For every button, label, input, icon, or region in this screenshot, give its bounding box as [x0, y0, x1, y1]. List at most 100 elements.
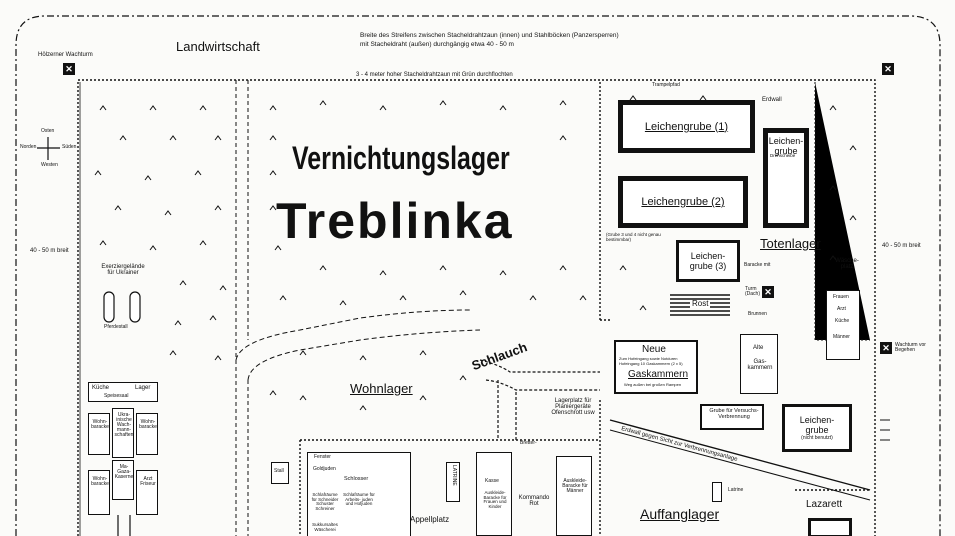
- barrack-3-label: Wohn- baracke: [139, 419, 157, 430]
- stall-building: Stall: [271, 462, 289, 484]
- fenster-label: Fenster: [314, 454, 331, 460]
- latrine-building: LATRINE: [446, 462, 460, 502]
- kommando-label: Kommando Rot: [518, 495, 550, 507]
- lazarett-building: [808, 518, 852, 536]
- kitchen-building: Küche Lager Speisesaal: [88, 382, 158, 402]
- new-gas2-label: Gaskammern: [628, 369, 689, 380]
- compass-e: Süden: [62, 144, 77, 150]
- pit-2-label: Leichengrube (2): [641, 196, 725, 208]
- dining-label: Speisesaal: [104, 393, 129, 399]
- kitchen-label: Küche: [92, 385, 110, 391]
- road-down: [235, 360, 249, 536]
- goldjuden-label: Goldjuden: [313, 466, 336, 472]
- barrack-1-label: Wohn- baracke: [91, 419, 109, 430]
- verbrennung-pit: Grube für Versuchs- Verbrennung: [700, 404, 764, 430]
- title-line2: Treblinka: [276, 193, 514, 249]
- compass-n: Osten: [41, 128, 55, 134]
- schlaf-label: Schlafräume für Schneider Schuster Schre…: [311, 492, 339, 511]
- wasche-label: Wäsche- platz: [835, 258, 859, 270]
- totenlager-label: Totenlager: [760, 236, 821, 251]
- new-gas-label: Neue: [642, 344, 666, 355]
- inner-fence: [77, 79, 876, 536]
- barrack-5-label: Wohn- baracke: [91, 476, 109, 487]
- compass-w: Norden: [20, 144, 37, 150]
- pit-5-note: (nicht benutzt): [801, 435, 833, 441]
- fence-note: 3 - 4 meter hoher Stacheldrahtzaun mit G…: [356, 72, 513, 78]
- region-landwirtschaft: Landwirtschaft: [176, 39, 260, 54]
- erdwall-diagonal: [609, 419, 871, 491]
- new-gas-note2: Hofeingang 10 Gaskammern (2 x 5): [619, 361, 683, 366]
- compass-s: Westen: [41, 162, 58, 168]
- barrack-4-label: Ma- Gaza- Kaserne: [114, 464, 134, 480]
- barrack-1: Wohn- baracke: [88, 413, 110, 455]
- schlosser-label: Schlosser: [344, 476, 369, 482]
- turm-label: Turm (Dach): [745, 286, 761, 297]
- old-gas-label: Alte: [753, 345, 764, 351]
- new-gas-note1: Zum Hofeingang sowie Notduren: [619, 356, 678, 361]
- barrack-2-label: Ukra- inische Wach- mann- schaften: [114, 412, 134, 438]
- exercise-oval-2: [129, 291, 141, 323]
- rost-label: Rost: [690, 299, 711, 308]
- auffanglager-label: Auffanglager: [640, 506, 720, 522]
- verbrennung-label: Grube für Versuchs- Verbrennung: [709, 408, 759, 420]
- rail-track: [117, 515, 131, 536]
- male-undress-barrack: Auskleide- Baracke für Männer: [556, 456, 592, 536]
- schlaf2-label: Schlafräume für Arbeits- juden und Hofju…: [343, 492, 375, 506]
- pit-note: (Grube 3 und 4 nicht genau bestimmbar): [606, 232, 661, 242]
- pit-5: Leichen- grube (nicht benutzt): [782, 404, 852, 452]
- pit-5-label: Leichen- grube: [799, 415, 835, 435]
- top-road: [235, 80, 249, 360]
- worker-barracks: Fenster Goldjuden Schlosser Schlafräume …: [307, 452, 411, 536]
- pit-4-note: Drehscheibe: [770, 153, 796, 158]
- kuche-r-label: Küche: [835, 318, 850, 324]
- schlauch-path: [479, 359, 600, 440]
- horse-stable-label: Pferdestall: [104, 324, 128, 330]
- latrine2-label: LATRINE: [451, 465, 457, 486]
- baracke-mit-label: Baracke mit: [744, 262, 771, 268]
- title-line1: Vernichtungslager: [292, 140, 510, 176]
- brunnen-label: Brunnen: [748, 311, 767, 317]
- barrack-2: Ukra- inische Wach- mann- schaften: [112, 408, 134, 458]
- trampelpfad-label: Trampelpfad: [652, 82, 680, 88]
- watchtower-icon: ✕: [762, 286, 774, 298]
- stall-label: Stall: [274, 468, 284, 474]
- watchtower-right-label: Wachturm vor Begehen: [895, 342, 926, 353]
- bretter-label: Bretter-: [520, 440, 537, 446]
- latrine-small: [712, 482, 722, 502]
- sukkursaltes-label: Sukkursaltes Wäscherei: [312, 522, 338, 532]
- right-width-label: 40 - 50 m breit: [882, 243, 921, 249]
- ausziehbaracke-m-label: Auskleide- Baracke für Männer: [562, 478, 588, 494]
- ausziehbaracke-f-label: Auskleide- Baracke für Frauen und Kinder: [483, 490, 507, 509]
- totenlager-fence: [599, 82, 612, 321]
- exercise-label: Exerziergelände für Ukrainer: [101, 264, 145, 276]
- barrack-5: Wohn- baracke: [88, 470, 110, 515]
- compass-cross: [37, 137, 60, 160]
- storage-label: Lager: [135, 385, 151, 391]
- left-width-label: 40 - 50 m breit: [30, 248, 69, 254]
- manner-label: Männer: [833, 334, 850, 340]
- pit-1-label: Leichengrube (1): [644, 120, 729, 133]
- kasse-label: Kasse: [485, 478, 499, 484]
- tree-texture: [94, 95, 857, 411]
- wohnlager-label: Wohnlager: [350, 381, 413, 396]
- appellplatz-label: Appellplatz: [410, 515, 450, 524]
- watchtower-label: Hölzerner Wachturm: [38, 52, 93, 58]
- watchtower-icon: ✕: [882, 63, 894, 75]
- strip-note-1: Breite des Streifens zwischen Stacheldra…: [360, 32, 619, 39]
- latrine-label: Latrine: [728, 487, 744, 493]
- outer-barbed-perimeter: [15, 15, 941, 536]
- barrack-6-label: Arzt Friseur: [140, 476, 156, 487]
- pit-2: Leichengrube (2): [618, 176, 748, 228]
- frauen-label: Frauen: [833, 294, 849, 300]
- watchtower-icon: ✕: [63, 63, 75, 75]
- new-gas-chambers: Neue Zum Hofeingang sowie Notduren Hofei…: [614, 340, 698, 394]
- exercise-oval-1: [103, 291, 115, 323]
- watchtower-icon: ✕: [880, 342, 892, 354]
- barrack-4: Ma- Gaza- Kaserne: [112, 460, 134, 500]
- right-marks: [880, 419, 890, 441]
- women-barrack: Frauen Arzt Küche Männer: [826, 290, 860, 360]
- pit-3-label: Leichen- grube (3): [689, 251, 727, 271]
- new-gas-note3: Weg außen bei großen Rampen: [624, 382, 682, 387]
